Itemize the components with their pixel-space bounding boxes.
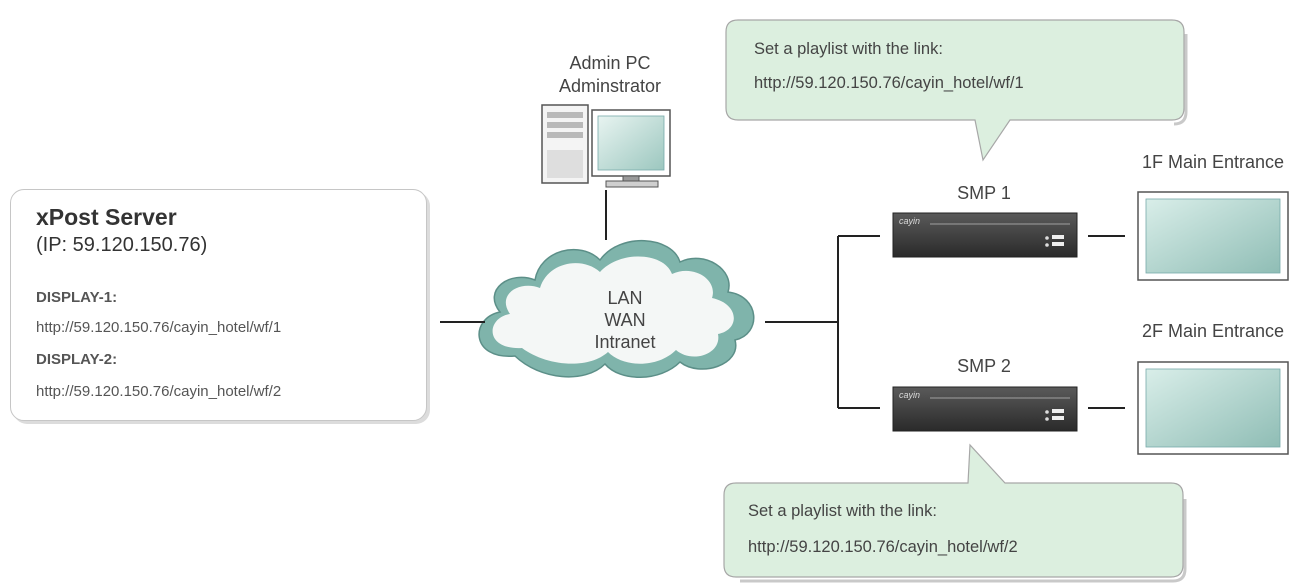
callout-top-line1: Set a playlist with the link:: [754, 40, 943, 58]
callout-bottom-line1: Set a playlist with the link:: [748, 502, 937, 520]
display-1f-label: 1F Main Entrance: [1142, 152, 1285, 172]
smp2-label: SMP 2: [957, 356, 1011, 376]
display-1-label: DISPLAY-1:: [36, 289, 118, 306]
display-1f-icon: [1137, 191, 1289, 281]
cloud-label-intranet: Intranet: [594, 332, 656, 352]
server-ip: (IP: 59.120.150.76): [36, 234, 208, 256]
server-title: xPost Server: [36, 204, 177, 230]
admin-pc-monitor-icon: [591, 109, 671, 188]
display-2-label: DISPLAY-2:: [36, 351, 118, 368]
admin-pc-label: Admin PC: [569, 53, 651, 73]
callout-top-link: http://59.120.150.76/cayin_hotel/wf/1: [754, 74, 1024, 92]
server-card: xPost Server (IP: 59.120.150.76) DISPLAY…: [10, 189, 427, 421]
callout-top-shape: [725, 19, 1188, 162]
smp1-device-icon: [892, 212, 1078, 258]
cloud-label-wan: WAN: [604, 310, 646, 330]
display-2f-label: 2F Main Entrance: [1142, 321, 1285, 341]
display-1-url: http://59.120.150.76/cayin_hotel/wf/1: [36, 319, 282, 336]
smp1-label: SMP 1: [957, 183, 1011, 203]
network-cloud-icon: [478, 239, 755, 378]
smp1-brand-logo: cayin: [899, 216, 921, 226]
display-2-url: http://59.120.150.76/cayin_hotel/wf/2: [36, 383, 282, 400]
smp2-device-icon: [892, 386, 1078, 432]
administrator-label: Adminstrator: [558, 76, 662, 96]
admin-pc-tower-icon: [541, 104, 589, 184]
display-2f-icon: [1137, 361, 1289, 455]
callout-bottom-shape: [723, 443, 1187, 583]
cloud-label-lan: LAN: [607, 288, 643, 308]
callout-bottom-link: http://59.120.150.76/cayin_hotel/wf/2: [748, 538, 1018, 556]
smp2-brand-logo: cayin: [899, 390, 921, 400]
